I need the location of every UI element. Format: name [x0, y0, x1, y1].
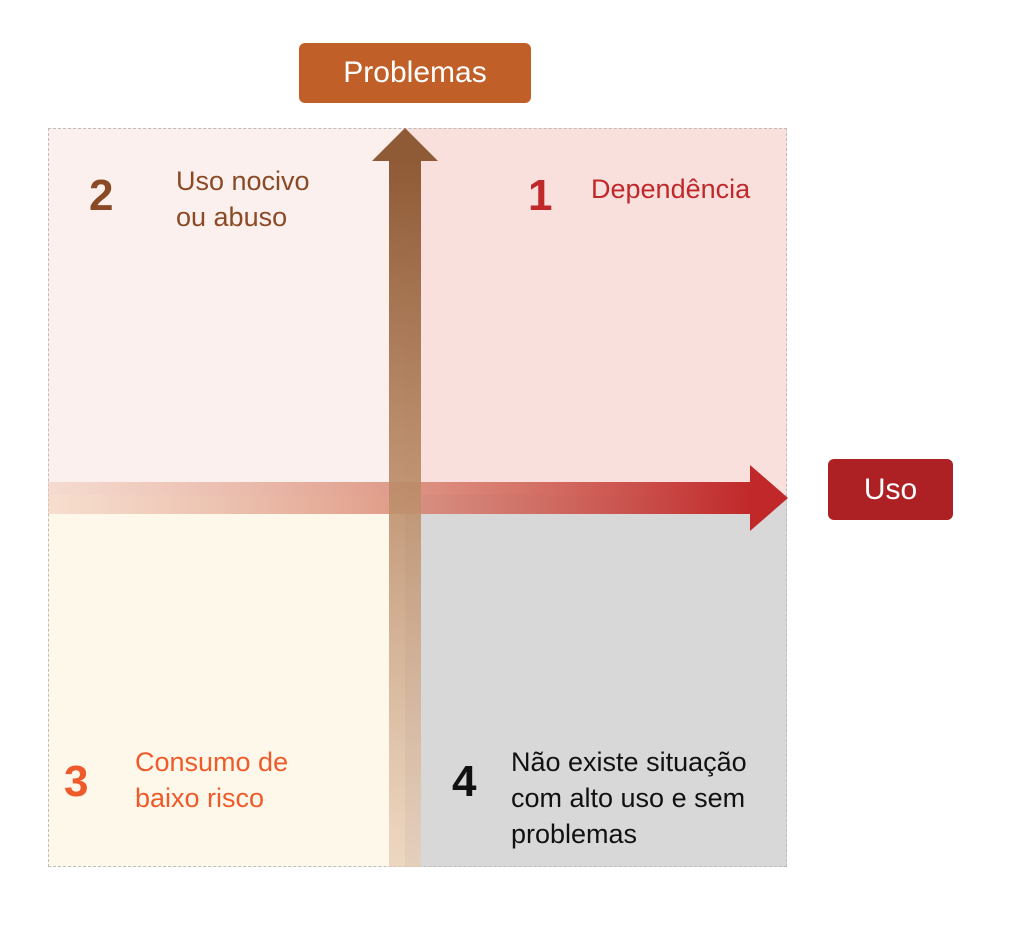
- quadrant-3-baixo-risco: [48, 495, 405, 867]
- quadrant-4-number: 4: [452, 757, 477, 806]
- problemas-label-text: Problemas: [343, 56, 487, 89]
- quadrant-2-uso-nocivo: [48, 128, 405, 495]
- quadrant-3-text: Consumo de baixo risco: [135, 744, 288, 816]
- quadrant-2-text: Uso nocivo ou abuso: [176, 163, 310, 235]
- quadrant-4-text: Não existe situação com alto uso e sem p…: [511, 744, 747, 852]
- quadrant-2-line: Uso nocivo: [176, 166, 310, 196]
- uso-label: Uso: [828, 459, 953, 520]
- quadrant-3-line: Consumo de: [135, 747, 289, 777]
- quadrant-3-line: baixo risco: [135, 783, 265, 813]
- uso-label-text: Uso: [863, 472, 918, 506]
- quadrant-1-number: 1: [528, 171, 553, 220]
- quadrant-3-number: 3: [64, 757, 89, 806]
- quadrant-2-line: ou abuso: [176, 202, 288, 232]
- quadrant-4-line: problemas: [511, 819, 638, 849]
- problemas-label: Problemas: [299, 43, 531, 103]
- quadrant-1-line: Dependência: [591, 174, 751, 204]
- quadrant-2-number: 2: [89, 171, 114, 220]
- quadrant-4-line: com alto uso e sem: [511, 783, 746, 813]
- quadrant-1-text: Dependência: [591, 171, 750, 207]
- quadrant-4-alto-uso-sem-problemas: [405, 495, 787, 867]
- quadrant-1-dependencia: [405, 128, 787, 495]
- quadrant-4-line: Não existe situação: [511, 747, 747, 777]
